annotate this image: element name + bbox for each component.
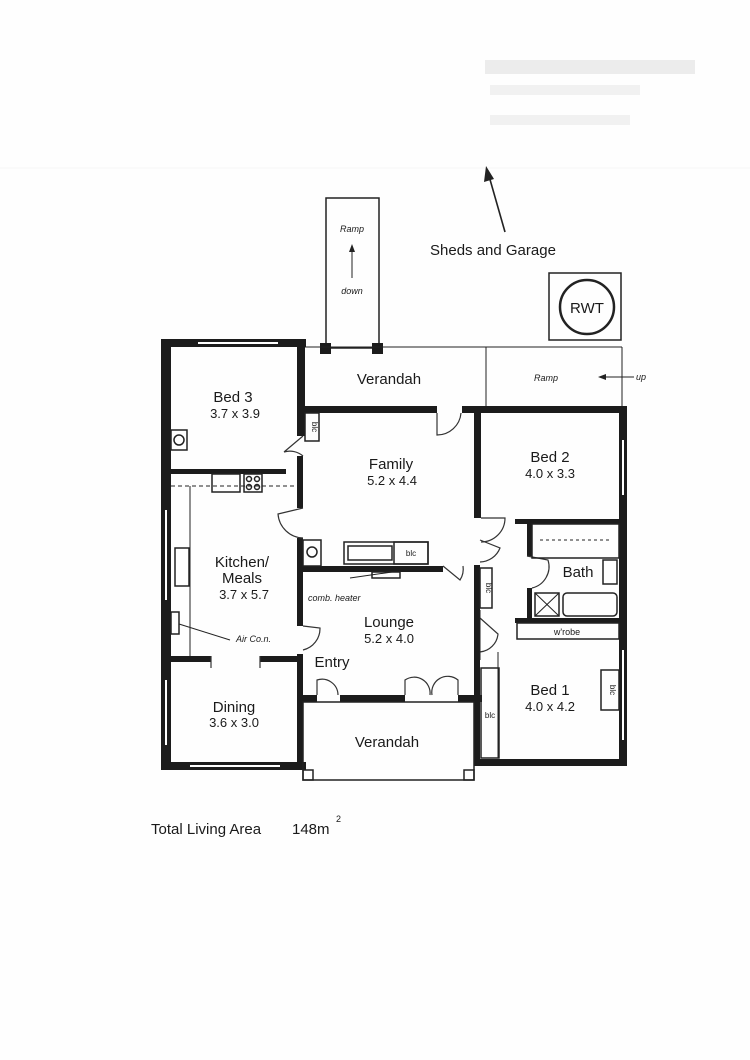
scan-smudges (0, 60, 750, 169)
wardrobe-label: w'robe (553, 627, 580, 637)
family-size: 5.2 x 4.4 (367, 473, 417, 488)
blc-family-label: blc (406, 549, 416, 558)
kitchen-size: 3.7 x 5.7 (219, 587, 269, 602)
windows (165, 342, 624, 767)
air-con-label: Air Co.n. (235, 634, 271, 644)
bed2-name: Bed 2 (530, 449, 569, 466)
kitchen-name-line2: Meals (222, 570, 262, 587)
ramp-right: Ramp up (534, 372, 646, 383)
built-in-cupboards (304, 412, 620, 759)
comb-heater-mark (349, 571, 401, 579)
verandah-top-area (305, 346, 623, 406)
sheds-arrow (484, 166, 506, 233)
rainwater-tank: RWT (548, 272, 622, 341)
dining-name: Dining (213, 699, 256, 716)
family-name: Family (369, 456, 414, 473)
bed3-size: 3.7 x 3.9 (210, 406, 260, 421)
wardrobe (516, 622, 620, 640)
kitchen-fixtures (170, 473, 297, 656)
ramp-right-label: Ramp (534, 373, 558, 383)
comb-heater-label: comb. heater (308, 593, 362, 603)
sheds-and-garage-label: Sheds and Garage (430, 242, 556, 259)
verandah-top-label: Verandah (357, 371, 421, 388)
bath-name: Bath (563, 564, 594, 581)
bed3-name: Bed 3 (213, 389, 252, 406)
bed1-name: Bed 1 (530, 682, 569, 699)
bath-fixtures (531, 523, 620, 617)
down-label: down (341, 286, 363, 296)
lounge-size: 5.2 x 4.0 (364, 631, 414, 646)
verandah-bottom-label: Verandah (355, 734, 419, 751)
bed3-basin (170, 429, 188, 451)
blc-lounge-side-label: blc (484, 583, 493, 593)
lounge-name: Lounge (364, 614, 414, 631)
blc-bed3-label: blc (310, 422, 319, 432)
rwt-label: RWT (570, 300, 604, 317)
verandah-bottom-area (302, 701, 475, 781)
total-living-area-superscript: 2 (336, 814, 341, 824)
kitchen-name: Kitchen/ (215, 554, 270, 571)
blc-bed1-left-label: blc (485, 711, 495, 720)
bed1-size: 4.0 x 4.2 (525, 699, 575, 714)
total-living-area-label: Total Living Area (151, 821, 262, 838)
ramp-top: Ramp down (320, 197, 383, 354)
dining-size: 3.6 x 3.0 (209, 715, 259, 730)
ramp-top-label: Ramp (340, 224, 364, 234)
door-swings (210, 412, 550, 696)
entry-name: Entry (314, 654, 350, 671)
bed2-size: 4.0 x 3.3 (525, 466, 575, 481)
total-living-area-value: 148m (292, 821, 330, 838)
up-label: up (636, 372, 646, 382)
blc-bed1-right-label: blc (608, 685, 617, 695)
